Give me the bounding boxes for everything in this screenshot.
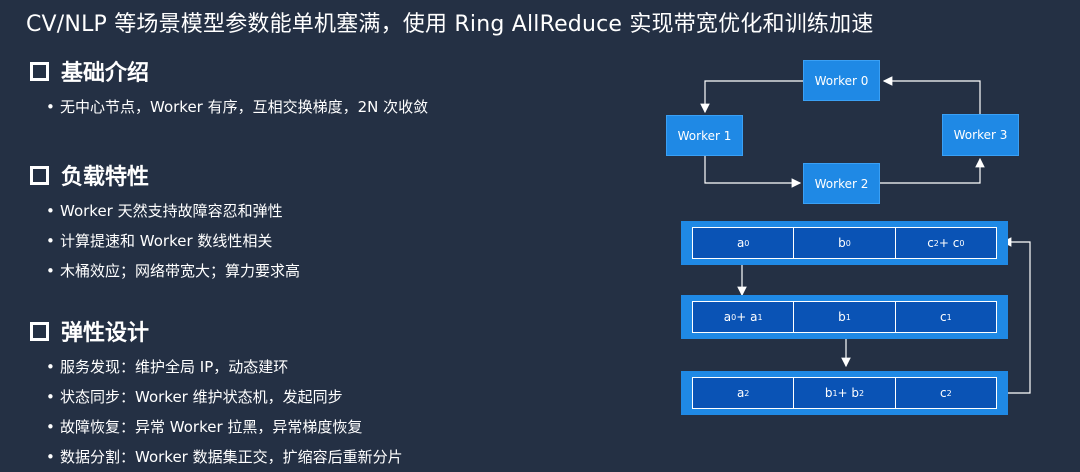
worker-3-node: Worker 3 [942, 114, 1019, 156]
section-elastic-design: 弹性设计 •服务发现：维护全局 IP，动态建环 •状态同步：Worker 维护状… [30, 316, 403, 472]
arrow-row2-row0 [1001, 237, 1031, 394]
section-basic-intro: 基础介绍 •无中心节点，Worker 有序，互相交换梯度，2N 次收敛 [30, 56, 428, 122]
worker-1-node: Worker 1 [666, 115, 743, 156]
bullet-dot-icon: • [46, 202, 55, 220]
bullet-item: •数据分割：Worker 数据集正交，扩缩容后重新分片 [46, 442, 403, 472]
bullet-dot-icon: • [46, 232, 55, 250]
bullet-item: •计算提速和 Worker 数线性相关 [46, 226, 300, 256]
arrow-w3-w0 [882, 76, 981, 114]
section-heading: 基础介绍 [61, 61, 150, 86]
arrow-w2-w3 [880, 157, 985, 184]
bullet-dot-icon: • [46, 388, 55, 406]
bullet-item: •木桶效应；网络带宽大；算力要求高 [46, 256, 300, 286]
bullet-item: •状态同步：Worker 维护状态机，发起同步 [46, 382, 403, 412]
bullet-dot-icon: • [46, 262, 55, 280]
bullet-item: •Worker 天然支持故障容忍和弹性 [46, 196, 300, 226]
bullet-dot-icon: • [46, 448, 55, 466]
bullet-item: •无中心节点，Worker 有序，互相交换梯度，2N 次收敛 [46, 92, 428, 122]
worker-2-node: Worker 2 [803, 163, 880, 204]
bullet-dot-icon: • [46, 98, 55, 116]
checkbox-square-icon [30, 321, 49, 341]
slide-title: CV/NLP 等场景模型参数能单机塞满，使用 Ring AllReduce 实现… [26, 12, 874, 37]
bullet-dot-icon: • [46, 418, 55, 436]
checkbox-square-icon [30, 61, 49, 81]
worker-0-node: Worker 0 [803, 60, 880, 101]
checkbox-square-icon [30, 165, 49, 185]
section-heading: 弹性设计 [61, 321, 150, 346]
section-heading: 负载特性 [61, 165, 150, 190]
bullet-item: •服务发现：维护全局 IP，动态建环 [46, 352, 403, 382]
arrow-w0-w1 [700, 80, 803, 114]
bullet-item: •故障恢复：异常 Worker 拉黑，异常梯度恢复 [46, 412, 403, 442]
bullet-dot-icon: • [46, 358, 55, 376]
arrow-w1-w2 [704, 156, 802, 188]
section-load-features: 负载特性 •Worker 天然支持故障容忍和弹性 •计算提速和 Worker 数… [30, 160, 300, 286]
